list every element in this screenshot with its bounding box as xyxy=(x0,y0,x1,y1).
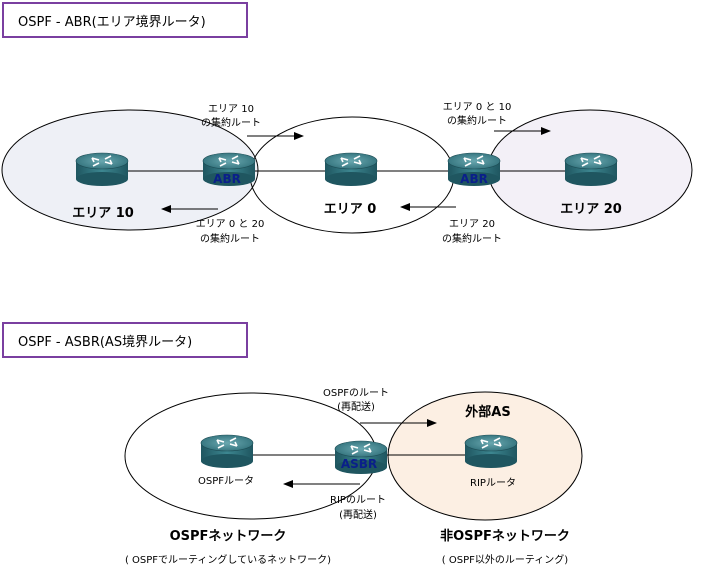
arrow-top-left-line1: エリア 10 xyxy=(208,104,254,115)
arrow-ospf-route-line1: OSPFのルート xyxy=(323,388,389,399)
router-area20-icon xyxy=(564,152,618,187)
arrow-top-right-line1: エリア 0 と 10 xyxy=(443,101,512,113)
ospf-network-title: OSPFネットワーク xyxy=(170,529,287,544)
area0-label: エリア 0 xyxy=(324,202,377,217)
rip-router-icon xyxy=(464,434,518,469)
arrow-bottom-right-line2: の集約ルート xyxy=(442,232,502,245)
arrow-top-right-line2: の集約ルート xyxy=(447,114,507,127)
arrow-bottom-right-line1: エリア 20 xyxy=(449,219,495,230)
arrow-bottom-left-line2: の集約ルート xyxy=(200,232,260,245)
rip-router-label: RIPルータ xyxy=(470,477,516,489)
router-area10-icon xyxy=(75,152,129,187)
ospf-router-label: OSPFルータ xyxy=(198,475,254,487)
arrow-bottom-left-line1: エリア 0 と 20 xyxy=(196,218,265,230)
arrow-rip-route-line1: RIPのルート xyxy=(330,495,386,506)
non-ospf-network-sub: ( OSPF以外のルーティング) xyxy=(442,553,568,566)
ospf-router-icon xyxy=(200,434,254,469)
asbr-label: ASBR xyxy=(341,457,377,471)
router-area0-icon xyxy=(324,152,378,187)
arrow-top-left-line2: の集約ルート xyxy=(201,116,261,129)
abr-left-label: ABR xyxy=(213,172,241,186)
arrow-rip-route-line2: (再配送) xyxy=(339,508,377,521)
asbr-section-title: OSPF - ASBR(AS境界ルータ) xyxy=(2,322,248,358)
area10-ellipse xyxy=(1,109,259,231)
ospf-network-sub: ( OSPFでルーティングしているネットワーク) xyxy=(125,553,331,566)
abr-section-title: OSPF - ABR(エリア境界ルータ) xyxy=(2,2,248,38)
external-as-label: 外部AS xyxy=(464,404,510,420)
arrow-ospf-route-line2: (再配送) xyxy=(337,400,375,413)
non-ospf-network-title: 非OSPFネットワーク xyxy=(440,528,570,544)
area10-label: エリア 10 xyxy=(72,206,134,221)
abr-right-label: ABR xyxy=(460,172,488,186)
area20-label: エリア 20 xyxy=(560,202,622,217)
